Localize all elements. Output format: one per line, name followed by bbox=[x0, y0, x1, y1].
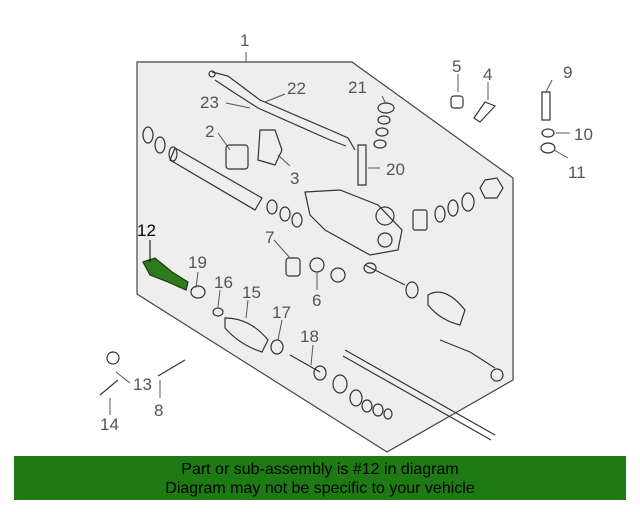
callout-6: 6 bbox=[312, 291, 321, 310]
callout-22: 22 bbox=[287, 79, 306, 98]
assembly-panel bbox=[136, 61, 514, 453]
callout-13: 13 bbox=[133, 375, 152, 394]
drawn-parts bbox=[99, 70, 556, 441]
rack-housing bbox=[169, 147, 263, 211]
boot-right bbox=[427, 291, 466, 326]
callout-19: 19 bbox=[188, 253, 207, 272]
parts-diagram: 1 2 3 4 5 6 7 8 9 10 11 12 13 14 15 16 1… bbox=[99, 31, 593, 453]
callout-2: 2 bbox=[205, 122, 214, 141]
leader-lines bbox=[109, 52, 570, 415]
callout-17: 17 bbox=[272, 303, 291, 322]
rack-bar bbox=[344, 349, 496, 436]
callout-9: 9 bbox=[563, 63, 572, 82]
info-banner-line-2: Diagram may not be specific to your vehi… bbox=[165, 480, 475, 497]
info-banner: Part or sub-assembly is #12 in diagram D… bbox=[14, 456, 626, 500]
callout-21: 21 bbox=[348, 78, 367, 97]
callout-20: 20 bbox=[386, 160, 405, 179]
pipe-23 bbox=[214, 79, 347, 147]
callout-11: 11 bbox=[568, 163, 586, 182]
callout-1: 1 bbox=[240, 31, 249, 50]
callout-7: 7 bbox=[265, 228, 274, 247]
boot-left bbox=[224, 317, 269, 353]
gear-housing bbox=[304, 189, 403, 256]
callout-15: 15 bbox=[242, 283, 261, 302]
callout-8: 8 bbox=[154, 401, 163, 420]
callout-14: 14 bbox=[100, 415, 119, 434]
callout-12[interactable]: 12 bbox=[137, 221, 156, 240]
callout-4: 4 bbox=[483, 65, 492, 84]
info-banner-line-1: Part or sub-assembly is #12 in diagram bbox=[181, 461, 459, 478]
pipe-22 bbox=[211, 71, 356, 151]
callout-18: 18 bbox=[300, 327, 319, 346]
callout-10: 10 bbox=[574, 125, 593, 144]
callout-23: 23 bbox=[200, 93, 219, 112]
callout-5: 5 bbox=[452, 57, 461, 76]
callout-16: 16 bbox=[214, 273, 233, 292]
callout-3: 3 bbox=[290, 169, 299, 188]
part-12-outer-tie-rod-end[interactable] bbox=[142, 257, 189, 291]
